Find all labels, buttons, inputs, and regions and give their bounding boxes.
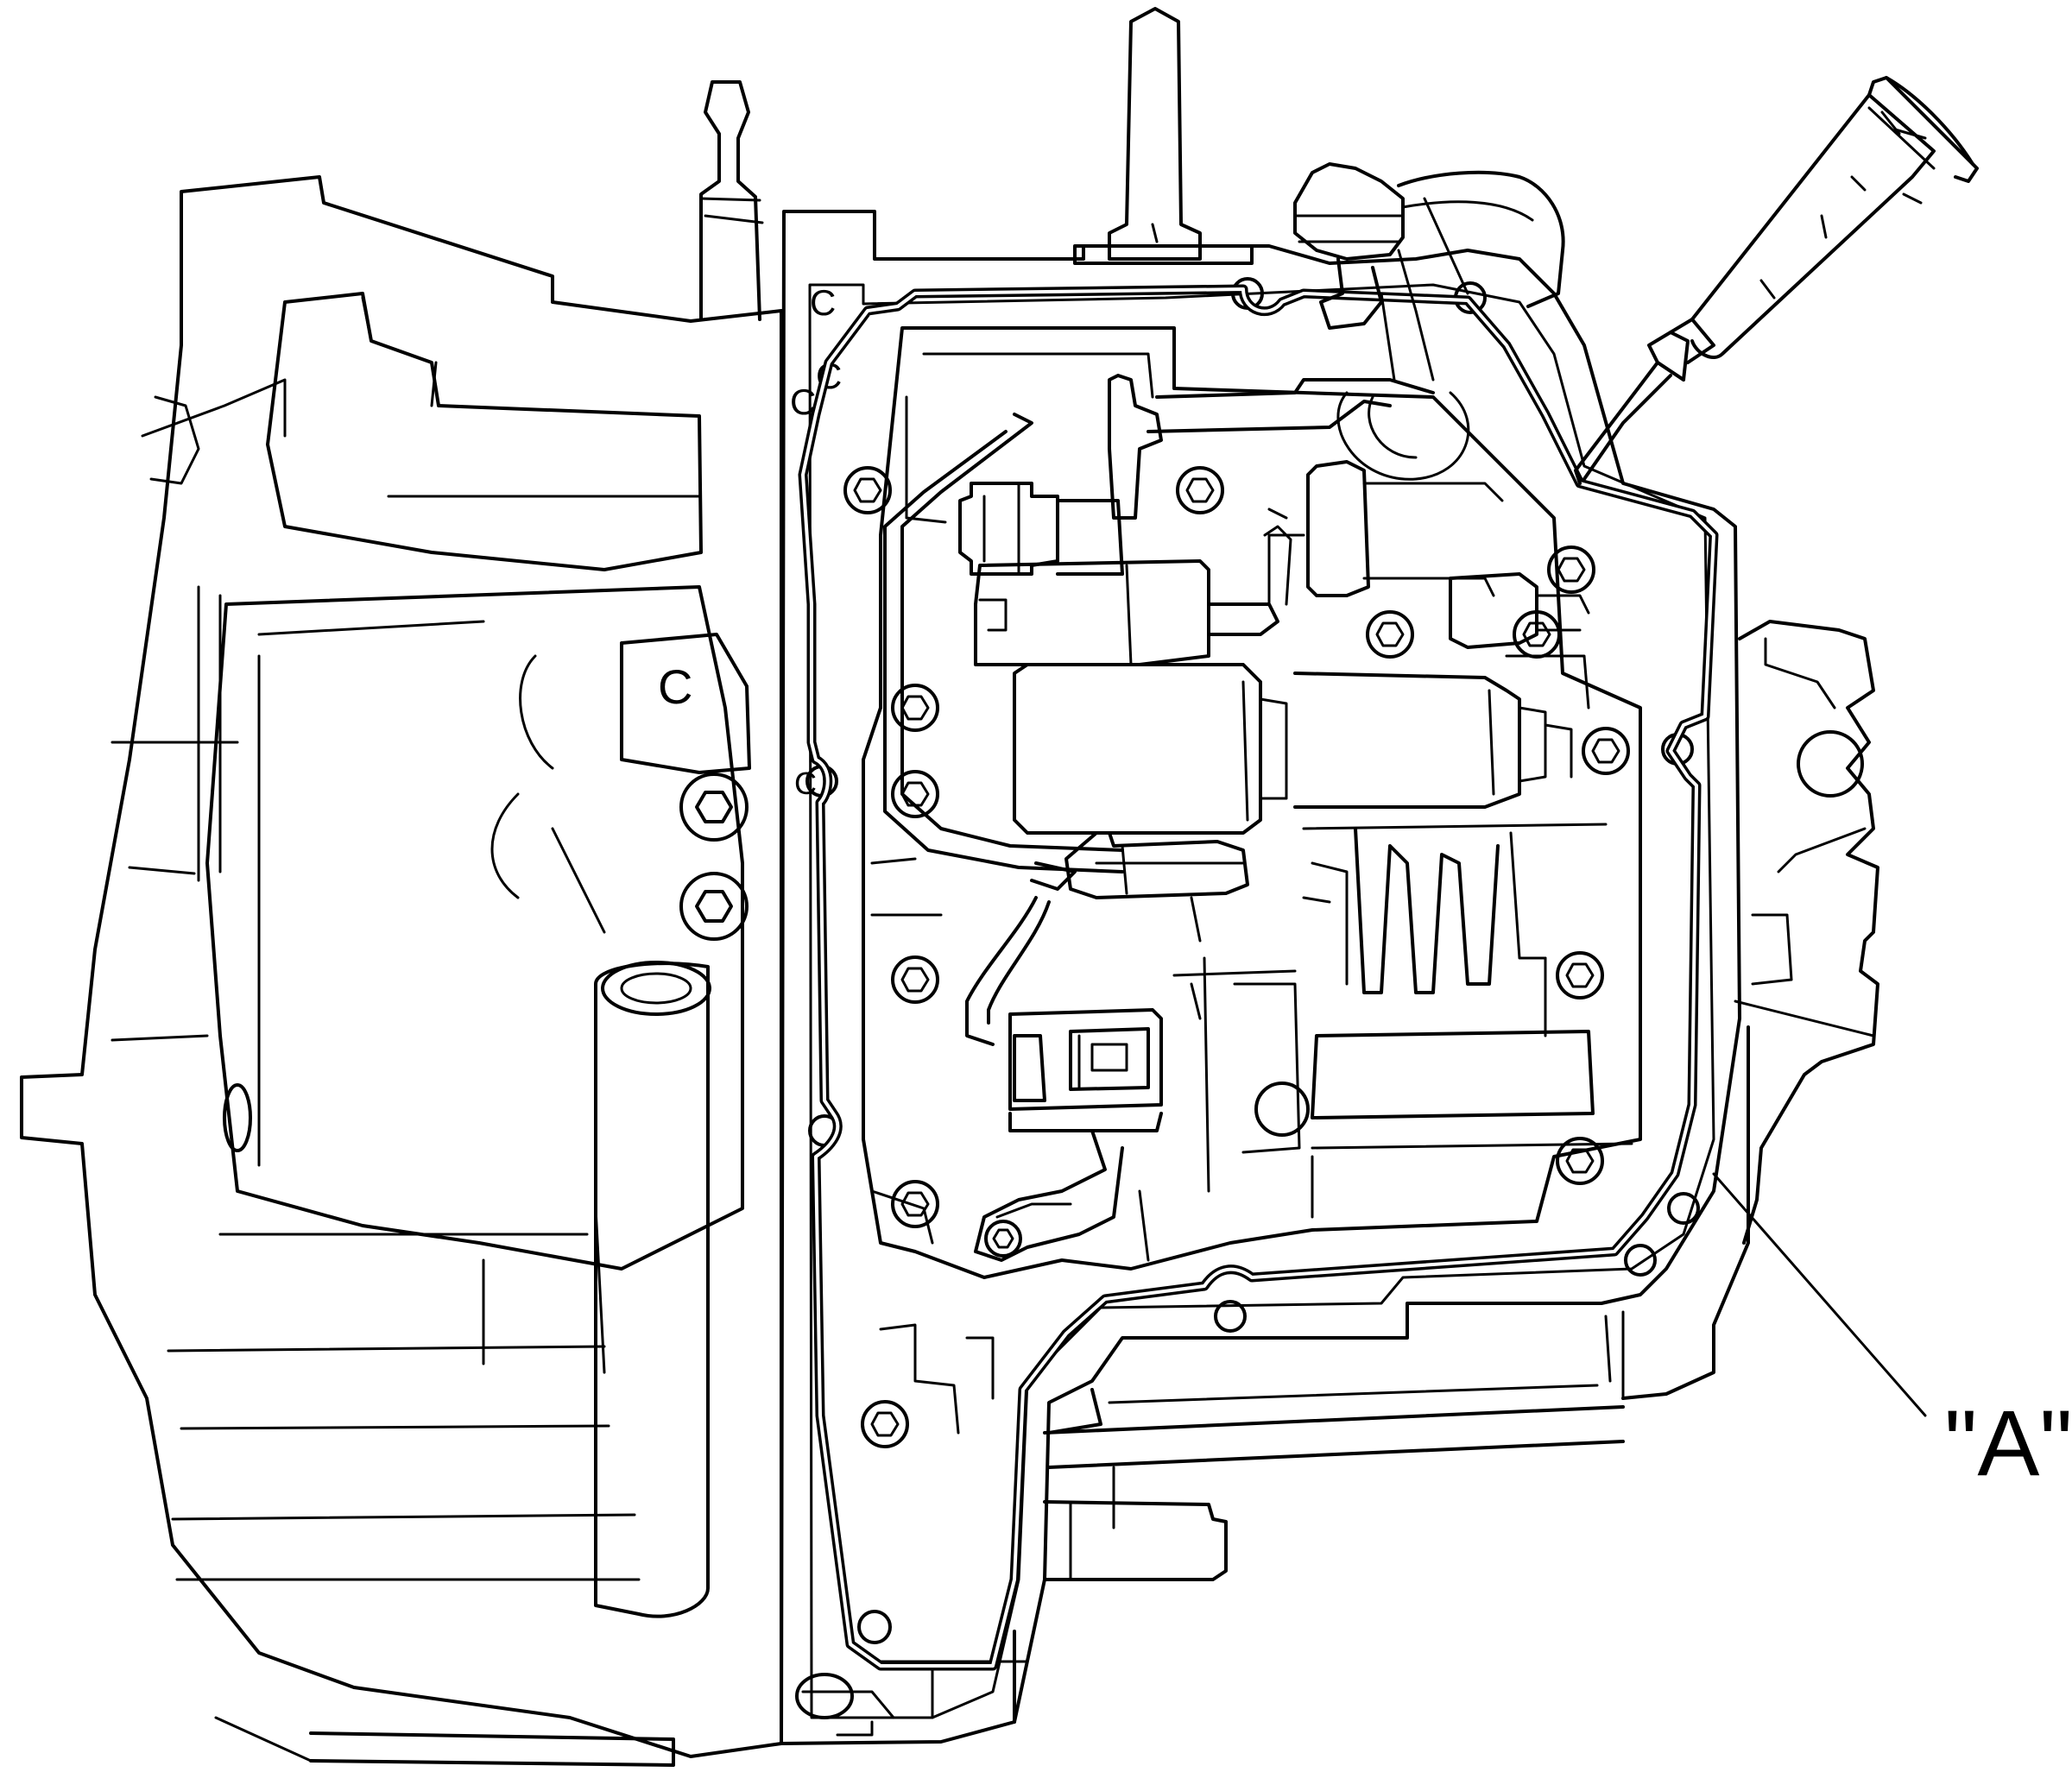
callout-leader-a xyxy=(1712,1172,1927,1417)
svg-text:C: C xyxy=(658,659,692,714)
shift-shaft xyxy=(1073,7,1254,265)
svg-text:C: C xyxy=(810,282,836,323)
right-housing xyxy=(1013,620,1879,1724)
breather-tube xyxy=(699,80,764,321)
transmission-case: C xyxy=(20,175,783,1767)
fipg-bead xyxy=(798,284,1719,1671)
callout-label-a: "A" xyxy=(1944,1391,2072,1495)
valve-body xyxy=(843,162,1642,1448)
fipg-tube-icon xyxy=(1574,76,1979,485)
